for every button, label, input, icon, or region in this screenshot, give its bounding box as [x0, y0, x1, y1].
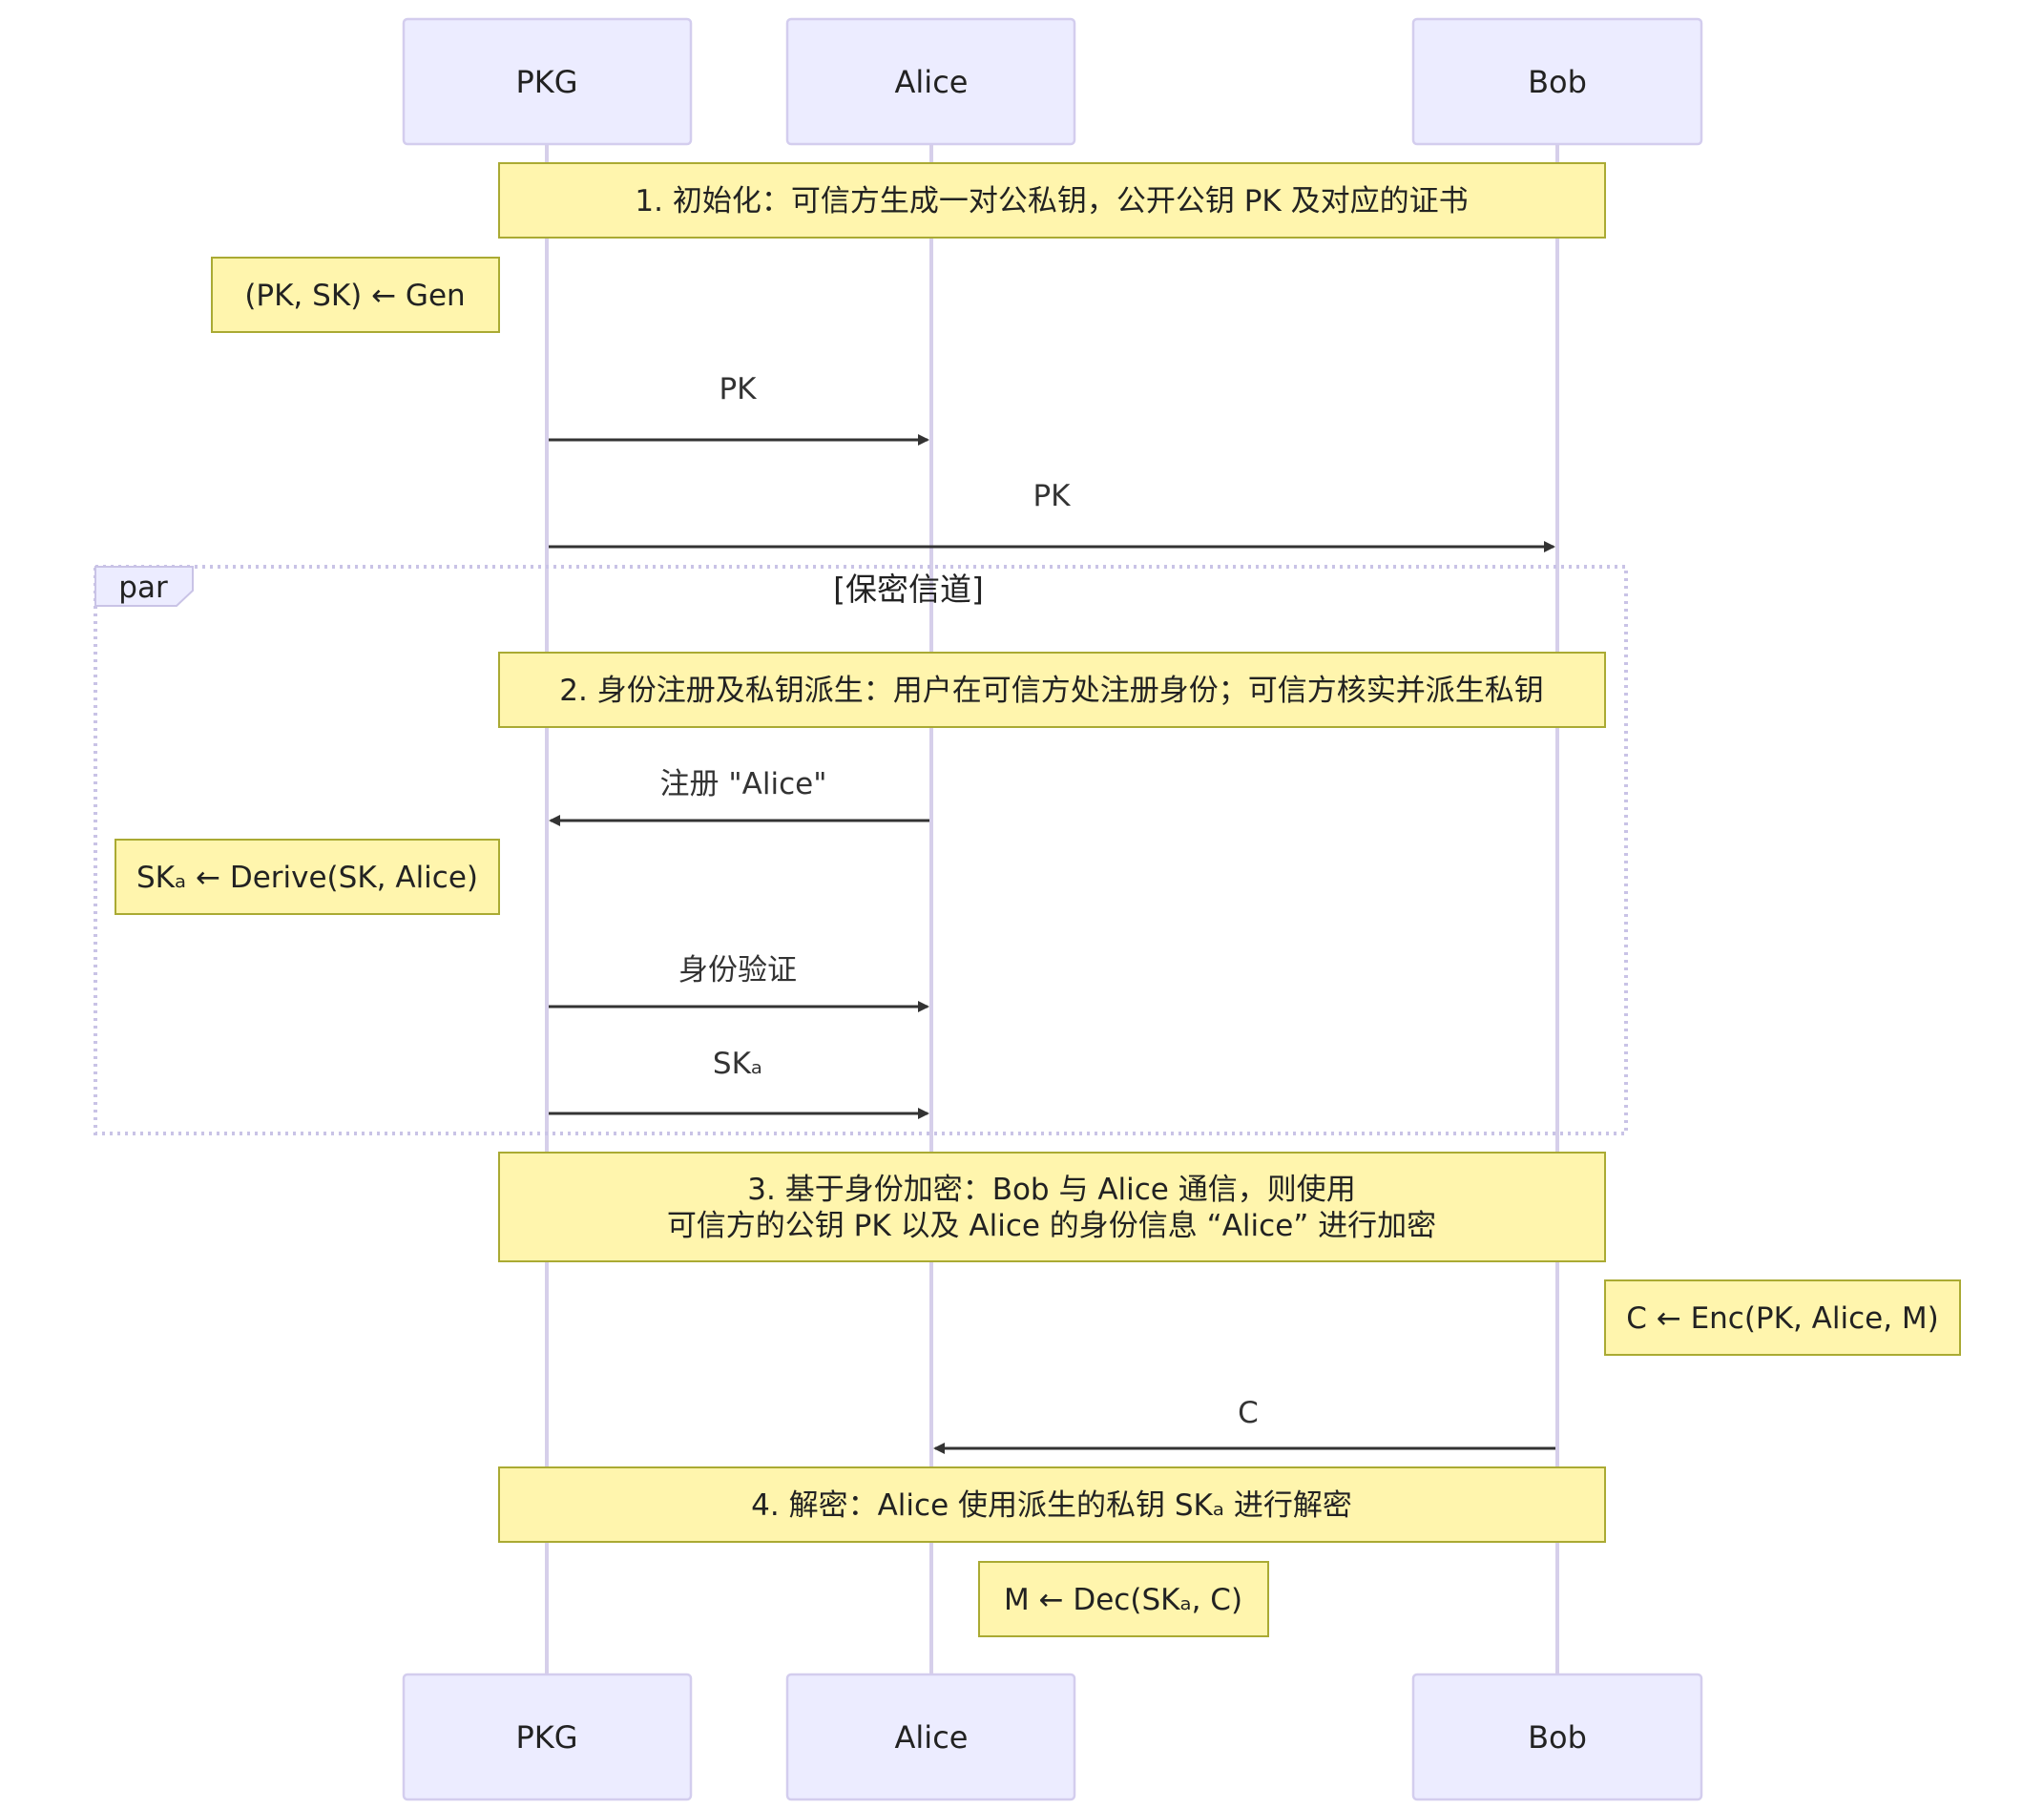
note-dec-text: M ← Dec(SKₐ, C) [1004, 1583, 1242, 1617]
actor-bob-bottom: Bob [1411, 1673, 1703, 1801]
actor-bob-top: Bob [1411, 17, 1703, 146]
actor-alice-top: Alice [785, 17, 1076, 146]
actor-bob-bottom-label: Bob [1528, 1719, 1587, 1756]
note-phase2-text: 2. 身份注册及私钥派生：用户在可信方处注册身份；可信方核实并派生私钥 [559, 674, 1543, 708]
note-phase2: 2. 身份注册及私钥派生：用户在可信方处注册身份；可信方核实并派生私钥 [498, 652, 1606, 728]
actor-pkg-bottom-label: PKG [515, 1719, 577, 1756]
note-phase1: 1. 初始化：可信方生成一对公私钥，公开公钥 PK 及对应的证书 [498, 162, 1606, 239]
message-c: C [933, 1396, 1555, 1454]
note-phase4-text: 4. 解密：Alice 使用派生的私钥 SKₐ 进行解密 [751, 1488, 1352, 1523]
actor-pkg-top: PKG [402, 17, 693, 146]
message-pk-to-alice: PK [549, 372, 929, 446]
note-enc: C ← Enc(PK, Alice, M) [1604, 1279, 1961, 1356]
note-phase3-line1: 3. 基于身份加密：Bob 与 Alice 通信，则使用 [747, 1173, 1355, 1207]
note-derive-text: SKₐ ← Derive(SK, Alice) [136, 861, 478, 895]
par-frame: par [保密信道] [94, 565, 1628, 1135]
message-verify-label: 身份验证 [678, 953, 797, 988]
actor-pkg-top-label: PKG [515, 64, 577, 100]
actor-alice-bottom: Alice [785, 1673, 1076, 1801]
note-phase4: 4. 解密：Alice 使用派生的私钥 SKₐ 进行解密 [498, 1466, 1606, 1543]
note-gen-text: (PK, SK) ← Gen [244, 279, 465, 313]
par-frame-tab [94, 566, 194, 607]
note-phase1-text: 1. 初始化：可信方生成一对公私钥，公开公钥 PK 及对应的证书 [635, 184, 1468, 218]
note-gen: (PK, SK) ← Gen [211, 257, 500, 333]
note-phase3-line2: 可信方的公钥 PK 以及 Alice 的身份信息 “Alice” 进行加密 [667, 1209, 1436, 1243]
par-frame-title: [保密信道] [833, 571, 984, 608]
message-register: 注册 "Alice" [549, 767, 929, 826]
actor-bob-top-label: Bob [1528, 64, 1587, 100]
message-pk-to-bob-label: PK [1032, 479, 1071, 513]
note-dec: M ← Dec(SKₐ, C) [978, 1561, 1269, 1637]
message-register-label: 注册 "Alice" [660, 767, 827, 801]
message-verify: 身份验证 [549, 953, 929, 1012]
par-frame-kind: par [118, 571, 168, 605]
message-c-label: C [1238, 1396, 1259, 1430]
message-ska-label: SKₐ [713, 1047, 762, 1081]
note-derive: SKₐ ← Derive(SK, Alice) [115, 839, 500, 915]
note-phase3: 3. 基于身份加密：Bob 与 Alice 通信，则使用 可信方的公钥 PK 以… [498, 1152, 1606, 1262]
message-ska: SKₐ [549, 1047, 929, 1119]
message-pk-to-bob: PK [549, 479, 1555, 552]
actor-pkg-bottom: PKG [402, 1673, 693, 1801]
note-enc-text: C ← Enc(PK, Alice, M) [1626, 1301, 1939, 1336]
actor-alice-top-label: Alice [895, 64, 969, 100]
message-pk-to-alice-label: PK [719, 372, 757, 406]
actor-alice-bottom-label: Alice [895, 1719, 969, 1756]
